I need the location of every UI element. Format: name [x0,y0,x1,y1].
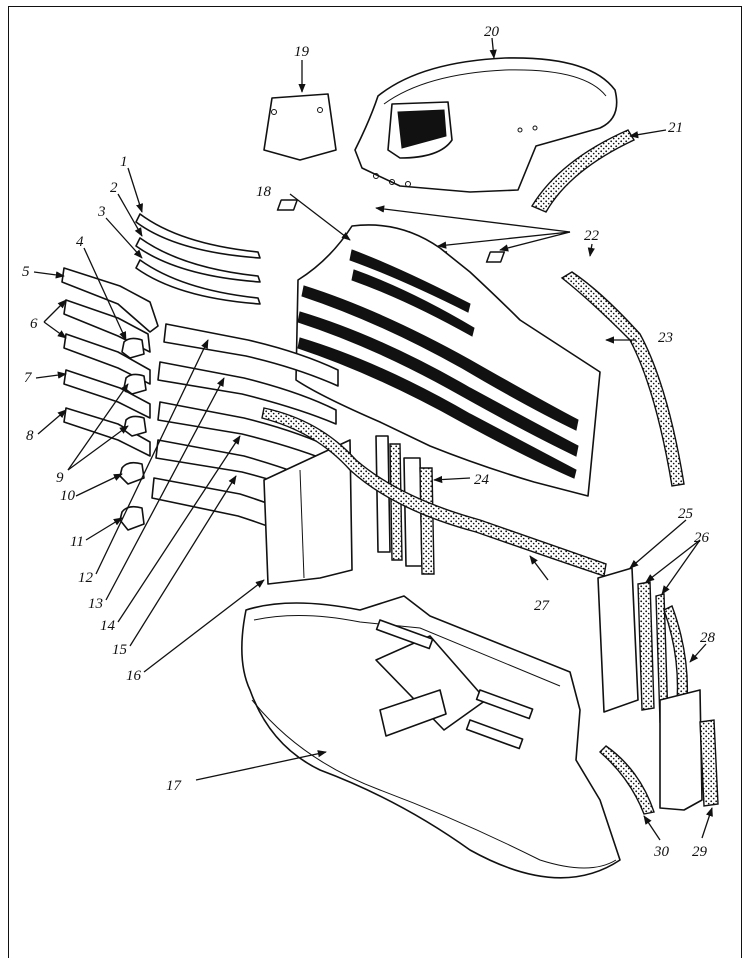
label-14: 14 [100,618,116,634]
part-19-small-plate [263,93,337,161]
label-15: 15 [112,642,128,658]
label-21: 21 [668,120,683,136]
part-17-base-pan [241,595,621,879]
figure-frame [8,6,742,958]
label-20: 20 [484,24,500,40]
label-13: 13 [88,596,103,612]
label-12: 12 [78,570,94,586]
label-11: 11 [70,534,84,550]
parts-25-26-28-side-trims [597,567,703,811]
label-10: 10 [60,488,76,504]
parts-1-3-thin-bars [135,213,261,305]
label-28: 28 [700,630,716,646]
part-20-top-cover [354,57,618,193]
label-24: 24 [474,472,490,488]
label-7: 7 [24,370,33,386]
part-23-curved-seal [560,271,685,487]
label-22: 22 [584,228,600,244]
part-18-grille-panel [295,224,601,497]
leader-lines [33,37,713,841]
label-29: 29 [692,844,708,860]
label-4: 4 [76,234,84,250]
label-9: 9 [56,470,64,486]
label-18: 18 [256,184,272,200]
label-25: 25 [678,506,694,522]
label-6: 6 [30,316,38,332]
part-16-vertical-bracket [263,439,353,585]
label-2: 2 [110,180,118,196]
label-30: 30 [653,844,670,860]
callout-labels: 20 19 21 18 22 23 24 1 2 3 4 5 6 7 8 9 1… [22,24,716,860]
label-26: 26 [694,530,710,546]
label-17: 17 [166,778,183,794]
label-16: 16 [126,668,142,684]
label-19: 19 [294,44,310,60]
label-27: 27 [534,598,551,614]
label-23: 23 [658,330,673,346]
label-3: 3 [97,204,106,220]
parts-29-30-seals [598,719,719,815]
label-5: 5 [22,264,30,280]
label-1: 1 [120,154,128,170]
label-8: 8 [26,428,34,444]
